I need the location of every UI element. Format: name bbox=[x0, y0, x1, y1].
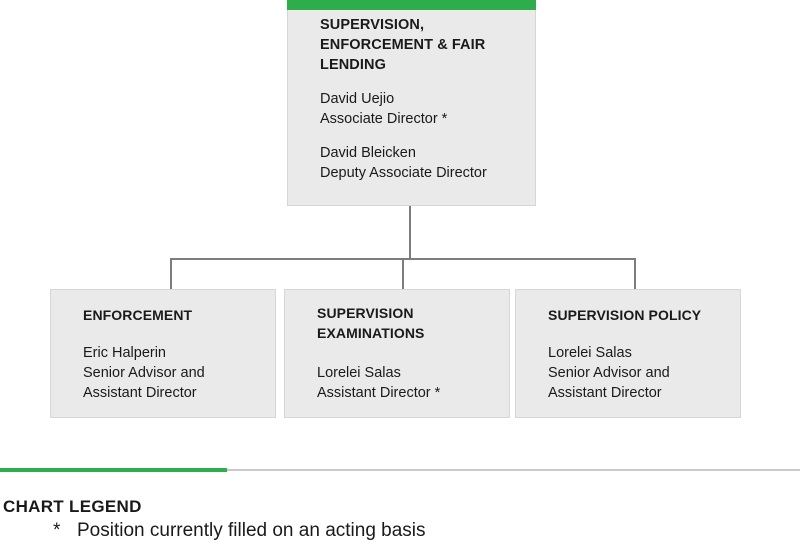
top-person2-role: Deputy Associate Director bbox=[320, 165, 487, 181]
org-box-title: SUPERVISION POLICY bbox=[548, 307, 702, 323]
org-box-name: Eric Halperin bbox=[83, 345, 166, 361]
legend-symbol: * bbox=[53, 520, 61, 541]
org-box-title: SUPERVISION EXAMINATIONS bbox=[317, 305, 425, 341]
bottom-divider bbox=[227, 469, 800, 471]
org-box-role: Senior Advisor and bbox=[548, 365, 670, 381]
legend-title: CHART LEGEND bbox=[3, 497, 142, 516]
org-box-enforcement: ENFORCEMENT Eric Halperin Senior Advisor… bbox=[50, 289, 276, 418]
org-box-name: Lorelei Salas bbox=[548, 345, 632, 361]
legend-text: Position currently filled on an acting b… bbox=[77, 520, 426, 541]
top-person2-name: David Bleicken bbox=[320, 145, 416, 161]
org-box-supervision-policy: SUPERVISION POLICY Lorelei Salas Senior … bbox=[515, 289, 741, 418]
connector-vertical-main bbox=[409, 206, 411, 259]
connector-drop-left bbox=[170, 258, 172, 289]
top-accent-bar bbox=[287, 0, 536, 10]
top-org-title: SUPERVISION, ENFORCEMENT & FAIR LENDING bbox=[320, 17, 486, 73]
bottom-accent-bar bbox=[0, 468, 227, 472]
top-person1-role: Associate Director * bbox=[320, 111, 448, 127]
top-person1-name: David Uejio bbox=[320, 91, 395, 107]
org-box-role: Assistant Director bbox=[548, 385, 662, 401]
org-box-supervision-examinations: SUPERVISION EXAMINATIONS Lorelei Salas A… bbox=[284, 289, 510, 418]
top-org-box-content: SUPERVISION, ENFORCEMENT & FAIR LENDING … bbox=[320, 15, 530, 183]
legend-item: * Position currently filled on an acting … bbox=[53, 520, 426, 542]
org-box-role: Senior Advisor and bbox=[83, 365, 205, 381]
top-org-box: SUPERVISION, ENFORCEMENT & FAIR LENDING … bbox=[287, 0, 536, 206]
org-box-name: Lorelei Salas bbox=[317, 365, 401, 381]
org-box-role: Assistant Director bbox=[83, 385, 197, 401]
org-box-title: ENFORCEMENT bbox=[83, 307, 193, 323]
connector-drop-middle bbox=[402, 258, 404, 289]
org-box-role: Assistant Director * bbox=[317, 385, 441, 401]
connector-drop-right bbox=[634, 258, 636, 289]
